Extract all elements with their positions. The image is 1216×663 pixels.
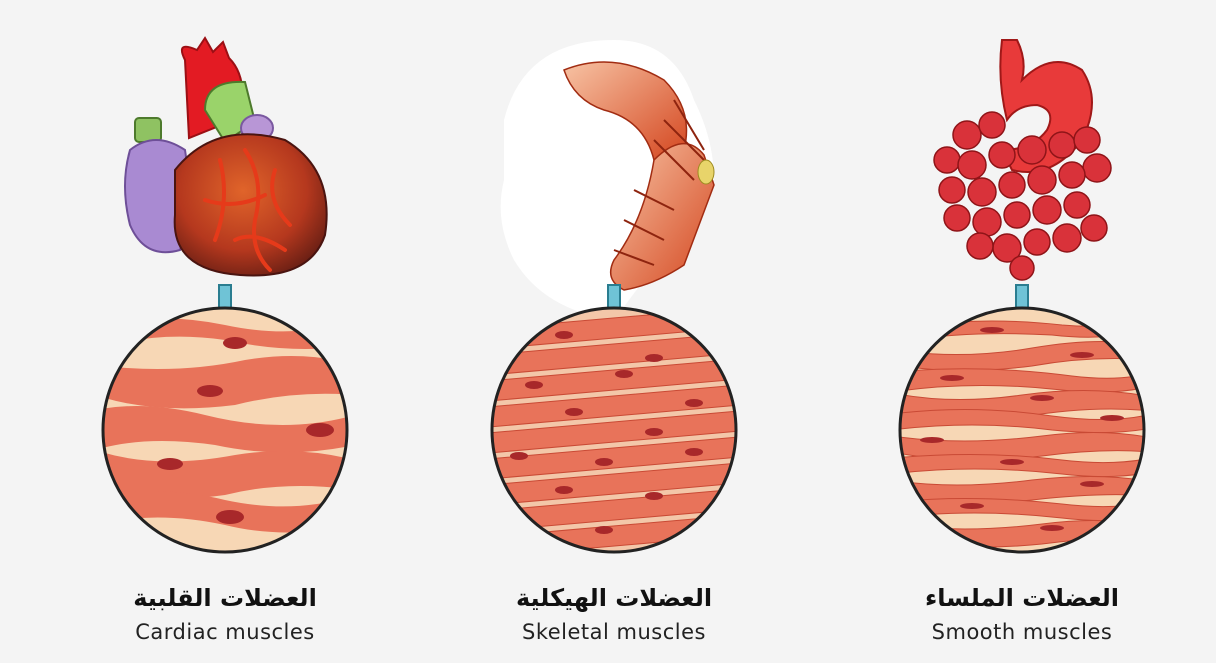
label-english: Smooth muscles [832, 620, 1212, 644]
label-arabic: العضلات الهيكلية [424, 584, 804, 612]
label-arabic: العضلات الملساء [832, 584, 1212, 612]
skeletal-tissue-circle [474, 300, 765, 560]
cardiac-tissue-circle [95, 300, 355, 560]
panel-skeletal: العضلات الهيكلية Skeletal muscles [424, 0, 804, 663]
digestive-system-icon [934, 40, 1111, 280]
panel-cardiac: العضلات القلبية Cardiac muscles [35, 0, 415, 663]
smooth-tissue-circle [892, 300, 1152, 560]
cardiac-illustration [35, 0, 415, 663]
skeletal-illustration [424, 0, 804, 663]
smooth-illustration [832, 0, 1212, 663]
panel-smooth: العضلات الملساء Smooth muscles [832, 0, 1212, 663]
label-english: Cardiac muscles [35, 620, 415, 644]
label-english: Skeletal muscles [424, 620, 804, 644]
label-arabic: العضلات القلبية [35, 584, 415, 612]
heart-icon [125, 38, 327, 276]
arm-muscle-icon [501, 40, 714, 320]
